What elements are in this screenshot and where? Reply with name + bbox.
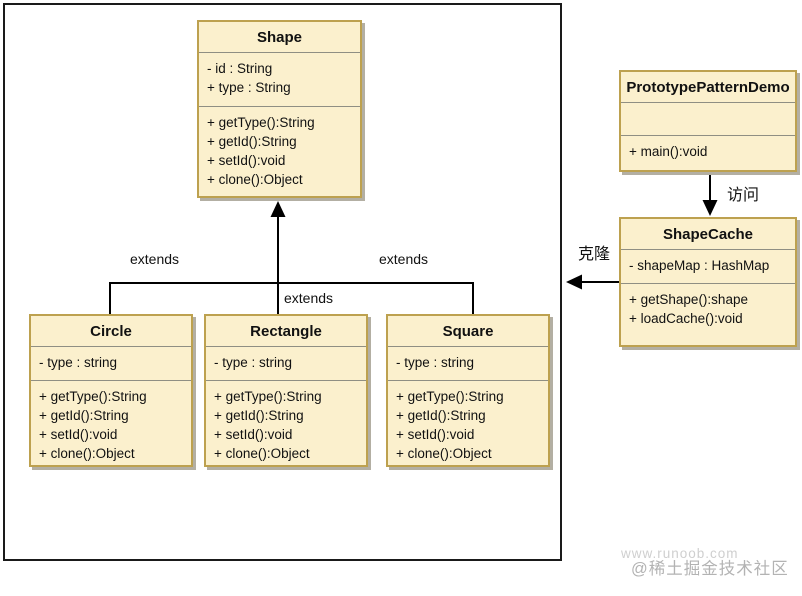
watermark-juejin: @稀土掘金技术社区 — [631, 560, 789, 578]
class-member: + getType():String — [396, 389, 504, 404]
clone-connector — [566, 274, 619, 290]
class-box-prototype-pattern-demo: PrototypePatternDemo + main():void — [619, 70, 797, 172]
extends-label-left: extends — [130, 251, 180, 267]
class-member: - type : string — [214, 355, 293, 370]
class-demo-methods: + main():void — [621, 136, 795, 170]
class-member: - shapeMap : HashMap — [629, 258, 770, 273]
class-demo-title: PrototypePatternDemo — [621, 72, 795, 103]
class-member: + getType():String — [39, 389, 147, 404]
class-member: + clone():Object — [396, 446, 492, 461]
class-member: + getId():String — [396, 408, 486, 423]
class-circle-title: Circle — [31, 316, 191, 347]
class-shape-cache-methods: + getShape():shape + loadCache():void — [621, 284, 795, 345]
class-square-methods: + getType():String + getId():String + setI… — [388, 381, 548, 467]
class-box-rectangle: Rectangle - type : string + getType():St… — [204, 314, 368, 467]
class-member: + setId():void — [39, 427, 118, 442]
class-member: + getType():String — [207, 115, 315, 130]
class-box-square: Square - type : string + getType():Strin… — [386, 314, 550, 467]
class-rectangle-fields: - type : string — [206, 347, 366, 381]
class-square-fields: - type : string — [388, 347, 548, 381]
class-member: + setId():void — [396, 427, 475, 442]
class-member: + getId():String — [214, 408, 304, 423]
watermark-runoob: www.runoob.com — [621, 546, 739, 561]
class-member: + setId():void — [207, 153, 286, 168]
class-member: - id : String — [207, 61, 273, 76]
clone-arrowhead-icon — [566, 274, 582, 290]
class-shape-methods: + getType():String + getId():String + setI… — [199, 107, 360, 196]
class-box-shape-cache: ShapeCache - shapeMap : HashMap + getSha… — [619, 217, 797, 347]
class-member: + clone():Object — [207, 172, 303, 187]
class-circle-methods: + getType():String + getId():String + setI… — [31, 381, 191, 467]
clone-label: 克隆 — [578, 246, 611, 263]
class-member: + getType():String — [214, 389, 322, 404]
class-member: + setId():void — [214, 427, 293, 442]
class-shape-fields: - id : String + type : String — [199, 53, 360, 107]
extends-label-right: extends — [379, 251, 429, 267]
class-member: + getId():String — [39, 408, 129, 423]
extends-label-center: extends — [284, 290, 334, 306]
class-rectangle-title: Rectangle — [206, 316, 366, 347]
class-rectangle-methods: + getType():String + getId():String + setI… — [206, 381, 366, 467]
class-member: - type : string — [396, 355, 475, 370]
class-shape-cache-title: ShapeCache — [621, 219, 795, 250]
class-member: + loadCache():void — [629, 311, 743, 326]
class-circle-fields: - type : string — [31, 347, 191, 381]
class-member: + getShape():shape — [629, 292, 748, 307]
class-shape-title: Shape — [199, 22, 360, 53]
class-box-circle: Circle - type : string + getType():Strin… — [29, 314, 193, 467]
class-shape-cache-fields: - shapeMap : HashMap — [621, 250, 795, 284]
class-square-title: Square — [388, 316, 548, 347]
access-arrowhead-icon — [702, 200, 718, 216]
class-member: + type : String — [207, 80, 291, 95]
class-demo-fields — [621, 103, 795, 136]
class-member: + main():void — [629, 144, 708, 159]
class-box-shape: Shape - id : String + type : String + get… — [197, 20, 362, 198]
class-member: + getId():String — [207, 134, 297, 149]
class-member: - type : string — [39, 355, 118, 370]
class-member: + clone():Object — [39, 446, 135, 461]
access-connector — [702, 172, 718, 216]
class-member: + clone():Object — [214, 446, 310, 461]
access-label: 访问 — [727, 187, 760, 204]
